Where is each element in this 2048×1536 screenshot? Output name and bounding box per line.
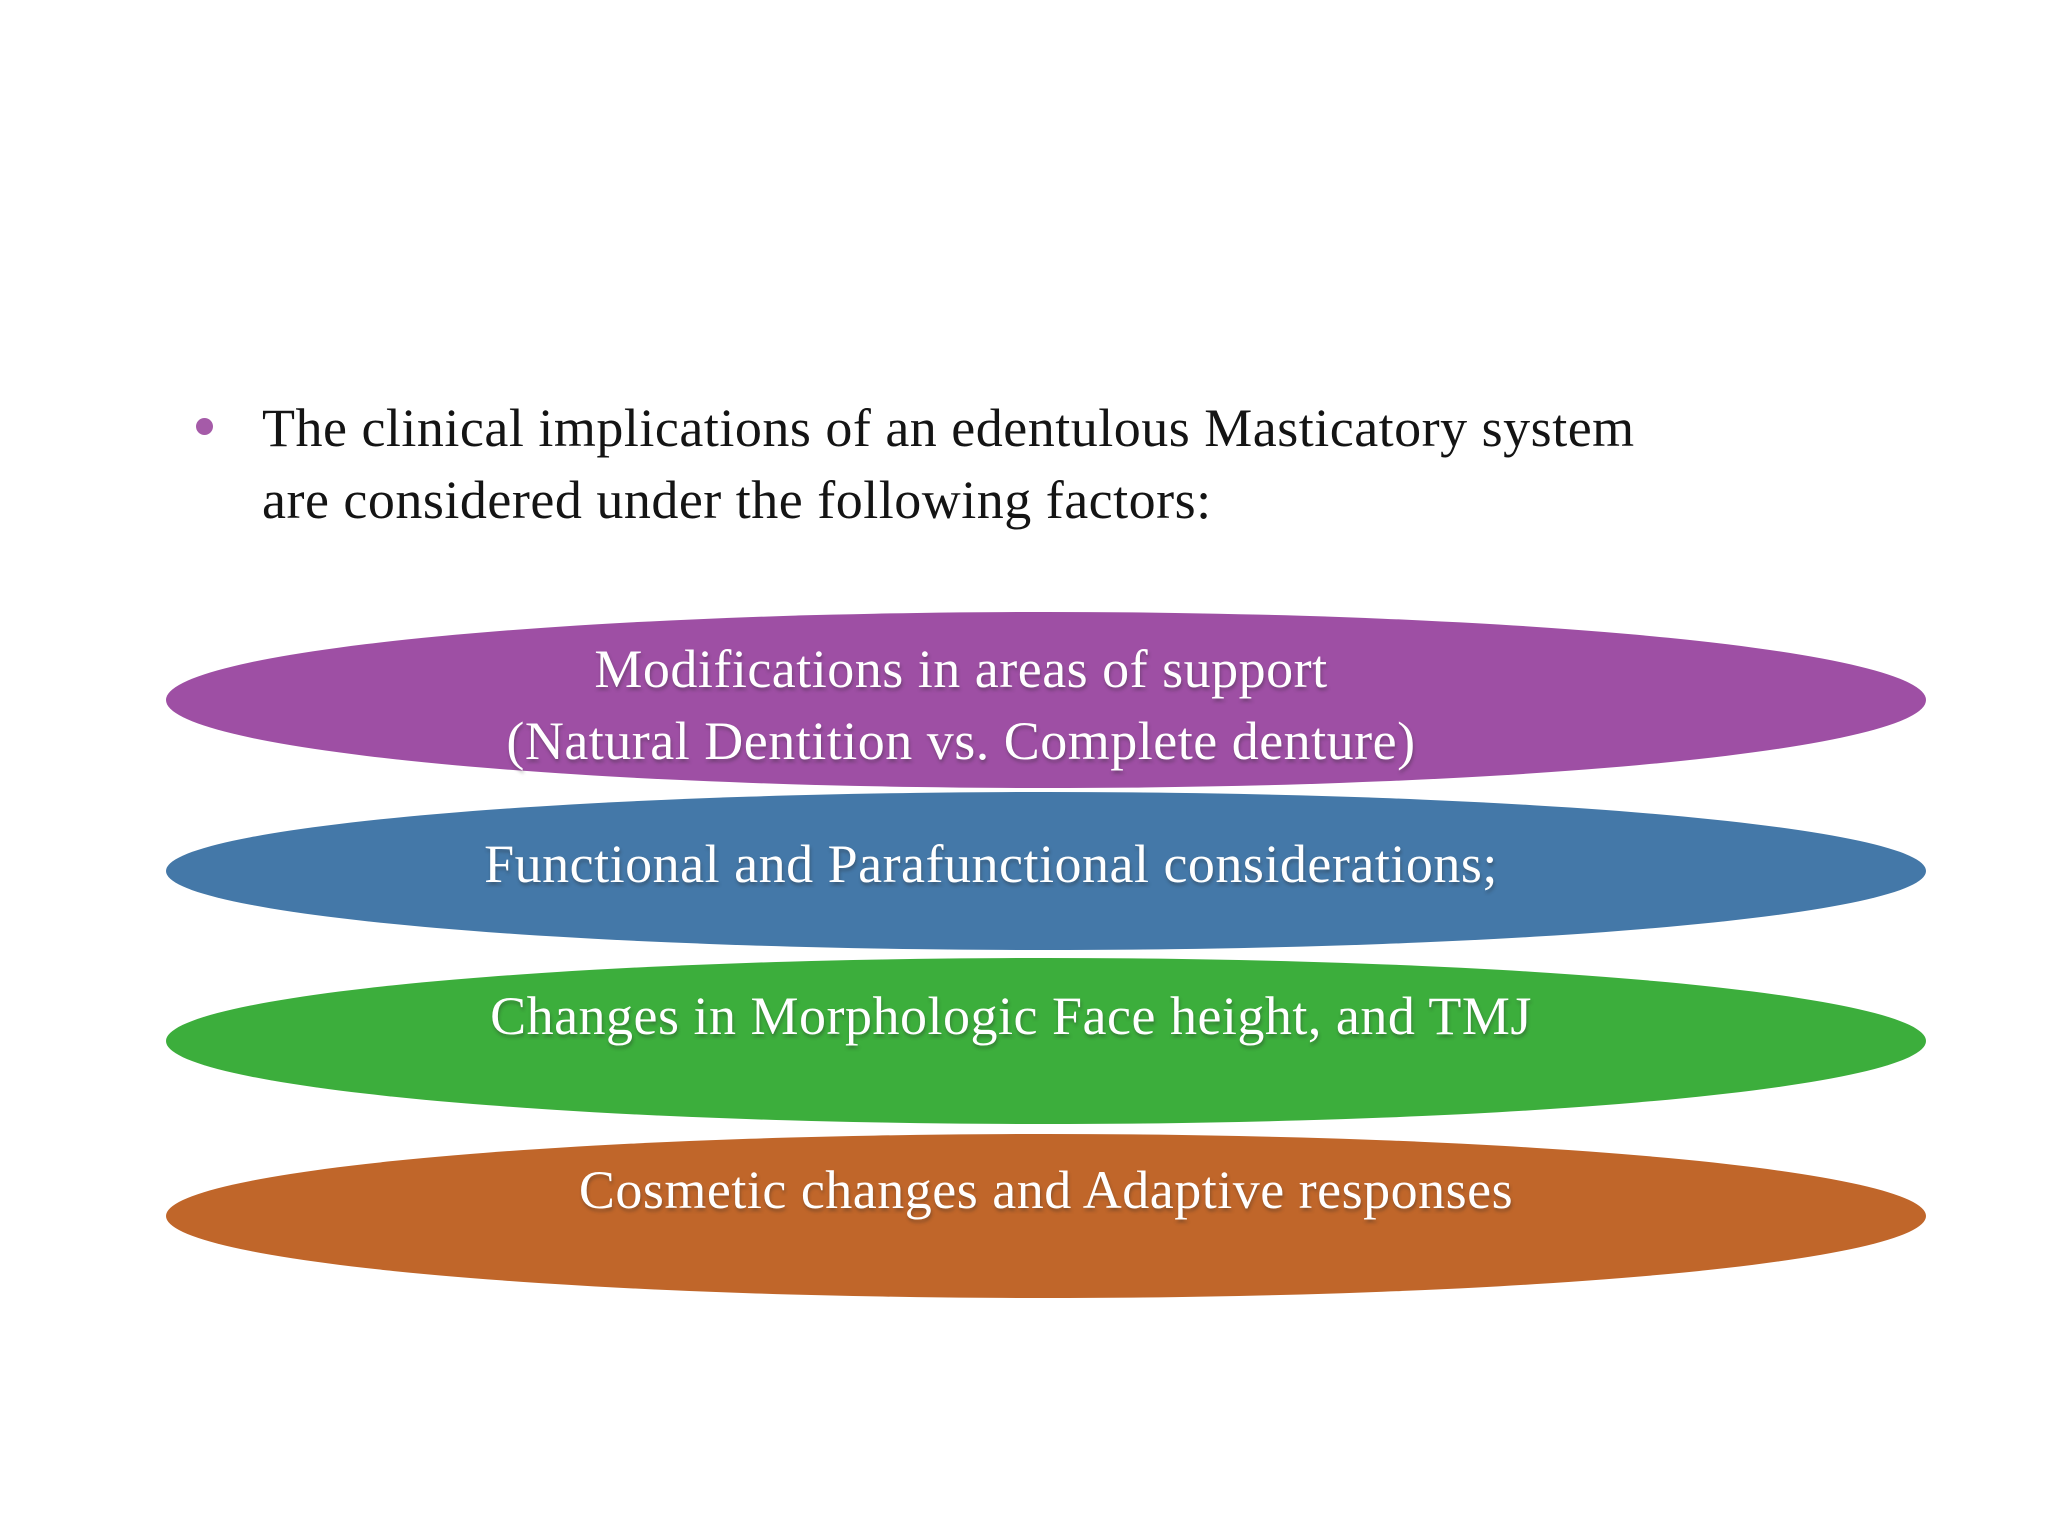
factor-label: (Natural Dentition vs. Complete denture) [506, 711, 1416, 771]
factor-ellipse-support: Modifications in areas of support (Natur… [166, 612, 1926, 788]
bullet-list-item: The clinical implications of an edentulo… [196, 392, 1635, 536]
factor-label: Functional and Parafunctional considerat… [484, 834, 1498, 894]
factor-ellipse-functional: Functional and Parafunctional considerat… [166, 792, 1926, 950]
factor-label: Cosmetic changes and Adaptive responses [578, 1160, 1514, 1220]
intro-line-1: The clinical implications of an edentulo… [262, 398, 1635, 458]
factor-label: Modifications in areas of support [594, 639, 1328, 699]
factor-label: Changes in Morphologic Face height, and … [490, 986, 1532, 1046]
factor-ellipse-cosmetic: Cosmetic changes and Adaptive responses [166, 1134, 1926, 1298]
intro-paragraph: The clinical implications of an edentulo… [262, 392, 1635, 536]
bullet-icon [196, 418, 213, 435]
intro-line-2: are considered under the following facto… [262, 470, 1212, 530]
factor-ellipse-face-height: Changes in Morphologic Face height, and … [166, 958, 1926, 1124]
